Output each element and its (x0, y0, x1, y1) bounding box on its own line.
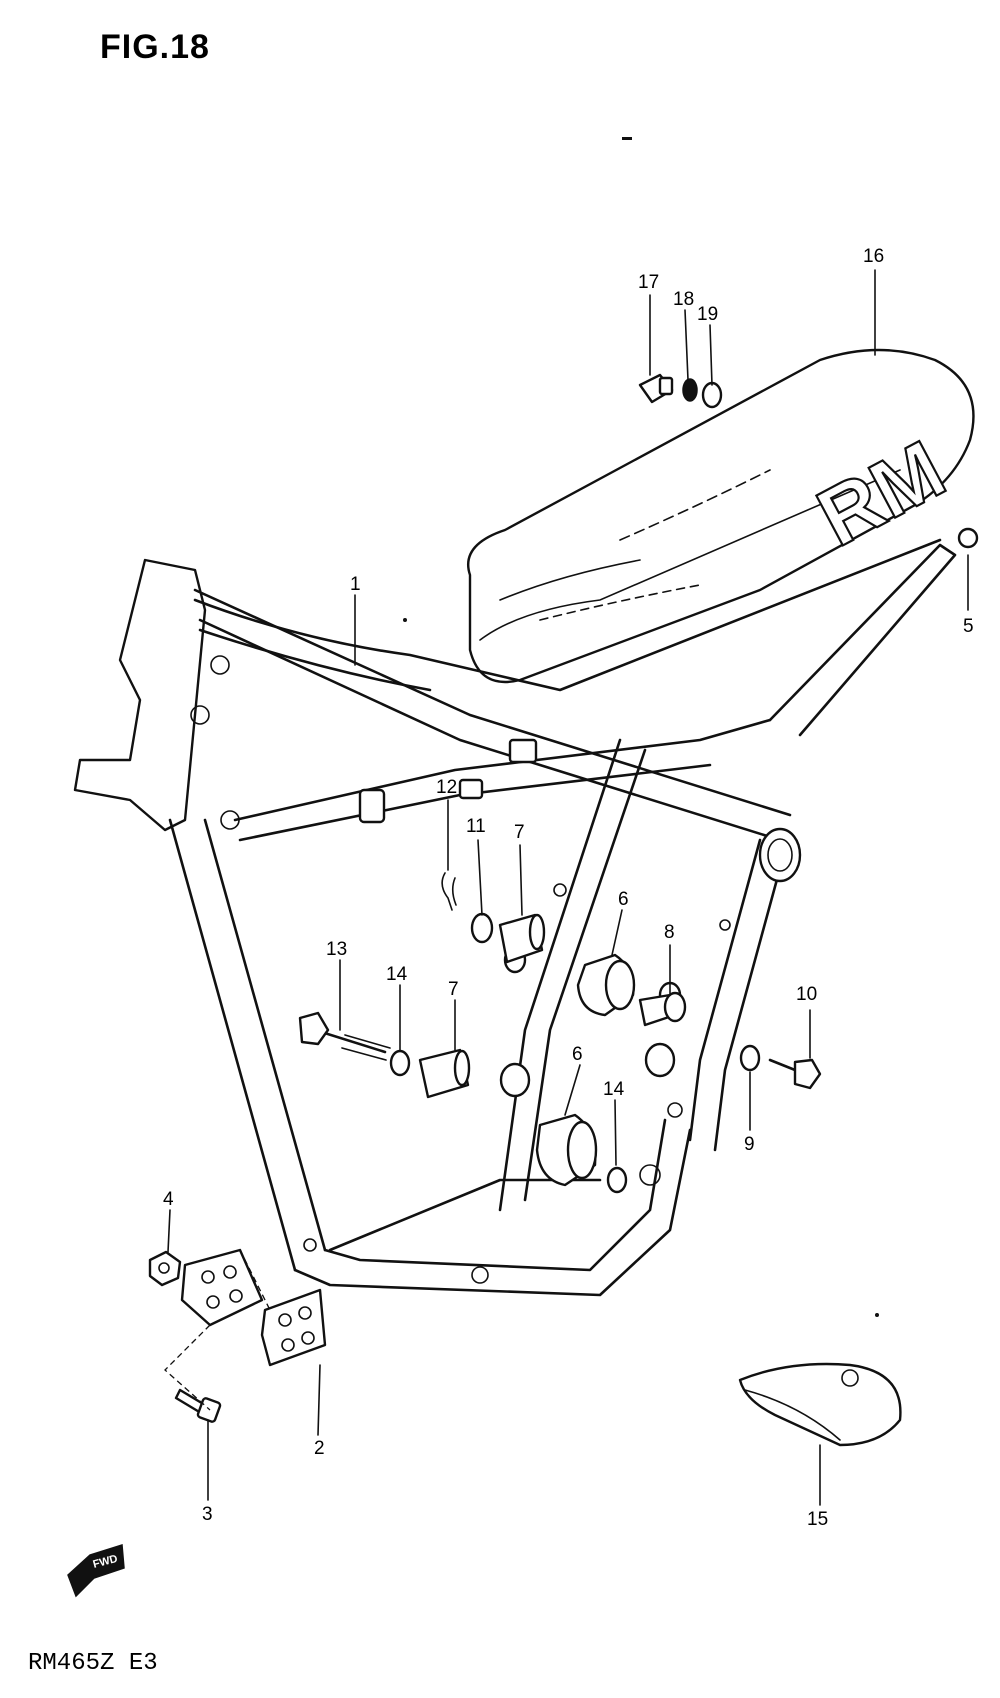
washer-14-right (606, 1166, 628, 1194)
callout-13: 13 (326, 939, 347, 960)
callout-15: 15 (807, 1509, 828, 1530)
scan-dot (875, 1313, 879, 1317)
bushing-6-upper (576, 953, 636, 1017)
washer-9 (739, 1044, 761, 1072)
callout-6-upper: 6 (618, 889, 629, 910)
nut-5 (957, 527, 979, 549)
bracket-lower (260, 1288, 327, 1367)
callout-6-lower: 6 (572, 1044, 583, 1065)
callout-14-left: 14 (386, 964, 408, 985)
model-code: RM465Z E3 (28, 1650, 158, 1677)
bracket-upper (180, 1248, 264, 1327)
nut-4 (148, 1250, 182, 1287)
callout-5: 5 (963, 616, 974, 637)
washer-11 (470, 912, 494, 944)
washer-19 (701, 381, 723, 409)
frame (73, 538, 957, 1297)
callout-8: 8 (664, 922, 675, 943)
callout-11: 11 (466, 816, 486, 837)
callout-18: 18 (673, 289, 694, 310)
scan-dot (403, 618, 407, 622)
washer-14-left (389, 1049, 411, 1077)
callout-7-lower: 7 (448, 979, 459, 1000)
washer-18 (682, 378, 698, 402)
callout-16: 16 (863, 246, 884, 267)
callout-2: 2 (314, 1438, 325, 1459)
callout-17: 17 (638, 272, 659, 293)
bushing-6-lower (535, 1113, 598, 1187)
callout-7-upper: 7 (514, 822, 525, 843)
figure-title: FIG.18 (100, 28, 210, 66)
tool-bag-15 (738, 1362, 902, 1447)
callout-3: 3 (202, 1504, 213, 1525)
forward-arrow-icon: FWD (67, 1544, 125, 1598)
callout-4: 4 (163, 1189, 174, 1210)
callout-9: 9 (744, 1134, 755, 1155)
leader-lines (164, 269, 969, 1506)
callout-12: 12 (436, 777, 457, 798)
cotter-pin-12 (441, 872, 457, 911)
callout-1: 1 (350, 574, 361, 595)
callout-19: 19 (697, 304, 718, 325)
scan-mark (622, 137, 632, 140)
callout-14-right: 14 (603, 1079, 625, 1100)
callout-10: 10 (796, 984, 817, 1005)
callouts: 1 2 3 4 5 6 6 7 7 8 9 10 11 12 13 14 14 … (163, 246, 974, 1530)
